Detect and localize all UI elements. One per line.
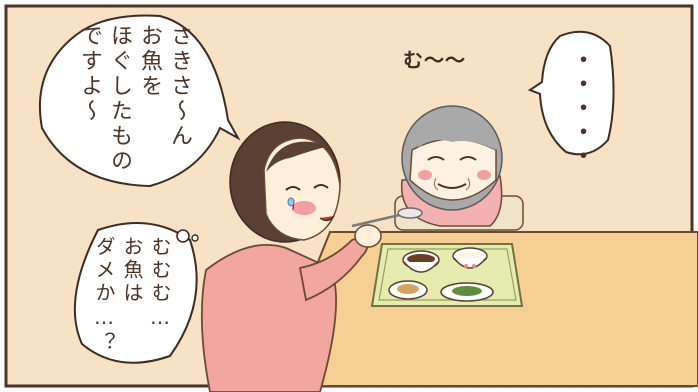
sweat-drop (287, 197, 295, 207)
speech-line-1: さきさ〜ん (167, 24, 192, 149)
thought-line-3: ダメか…？ (92, 236, 116, 355)
speech-line-2: お魚を (137, 24, 162, 99)
speech-bubble-shape (38, 14, 241, 188)
caregiver-hand (354, 224, 382, 248)
dots-text: ・・・・・ (566, 46, 596, 166)
spoon (351, 212, 405, 228)
thought-bubble-shape (73, 221, 198, 364)
speech-line-3: ほぐしたもの (107, 24, 132, 174)
sound-effect: む〜〜 (403, 48, 466, 72)
elderly-face (409, 138, 497, 201)
speech-line-4: ですよ〜 (77, 24, 102, 124)
thought-line-2: お魚は (120, 236, 144, 305)
caregiver-face (263, 137, 341, 241)
dots-bubble-shape (527, 30, 615, 156)
thought-line-1: むむむ… (148, 236, 172, 332)
